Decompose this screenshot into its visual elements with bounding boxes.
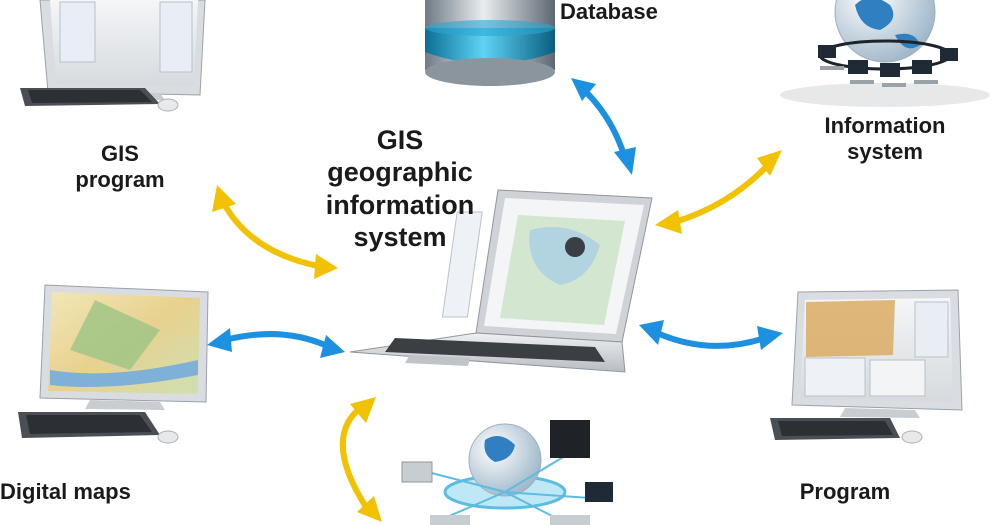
database-label: Database [560, 0, 658, 24]
digital-maps-label: Digital maps [0, 479, 131, 504]
center-title-line: geographic [327, 157, 473, 188]
monitor-icon [18, 284, 209, 444]
server-network-icon [401, 420, 613, 525]
arrow-information-system-link [672, 162, 771, 225]
arrowhead [207, 328, 232, 352]
arrowhead [614, 147, 636, 175]
arrowhead [639, 320, 664, 345]
gis-program-label-line: GIS [101, 141, 139, 166]
gis-program-label-line: program [75, 167, 165, 193]
arrow-network-link [339, 405, 371, 513]
center-title-line: GIS [376, 125, 424, 155]
arrowhead [320, 335, 345, 358]
laptop-icon [349, 189, 653, 373]
arrow-digital-maps-link [222, 331, 328, 348]
database-icon [425, 0, 555, 86]
center-title-line: system [353, 222, 447, 253]
arrowhead [571, 78, 596, 101]
globe-network-icon [780, 0, 990, 107]
arrowhead [212, 185, 236, 212]
gis-program-label: GIS program [50, 141, 190, 194]
information-system-label-line: Information [824, 113, 946, 138]
center-title-line: information [325, 189, 475, 220]
arrowhead [357, 496, 382, 522]
center-title: GIS geographic information system [300, 124, 500, 254]
arrowhead [757, 150, 782, 176]
arrow-program-link [654, 330, 768, 349]
arrowhead [655, 210, 682, 234]
information-system-label-line: system [847, 139, 923, 165]
monitor-icon [770, 289, 963, 444]
information-system-label: Information system [800, 113, 970, 166]
arrowhead [314, 254, 338, 279]
arrow-database-link [583, 89, 627, 158]
monitor-icon [20, 0, 206, 112]
arrow-gis-program-link [220, 199, 321, 269]
program-label: Program [799, 479, 891, 504]
arrowhead [350, 397, 376, 423]
arrowhead [757, 326, 783, 350]
